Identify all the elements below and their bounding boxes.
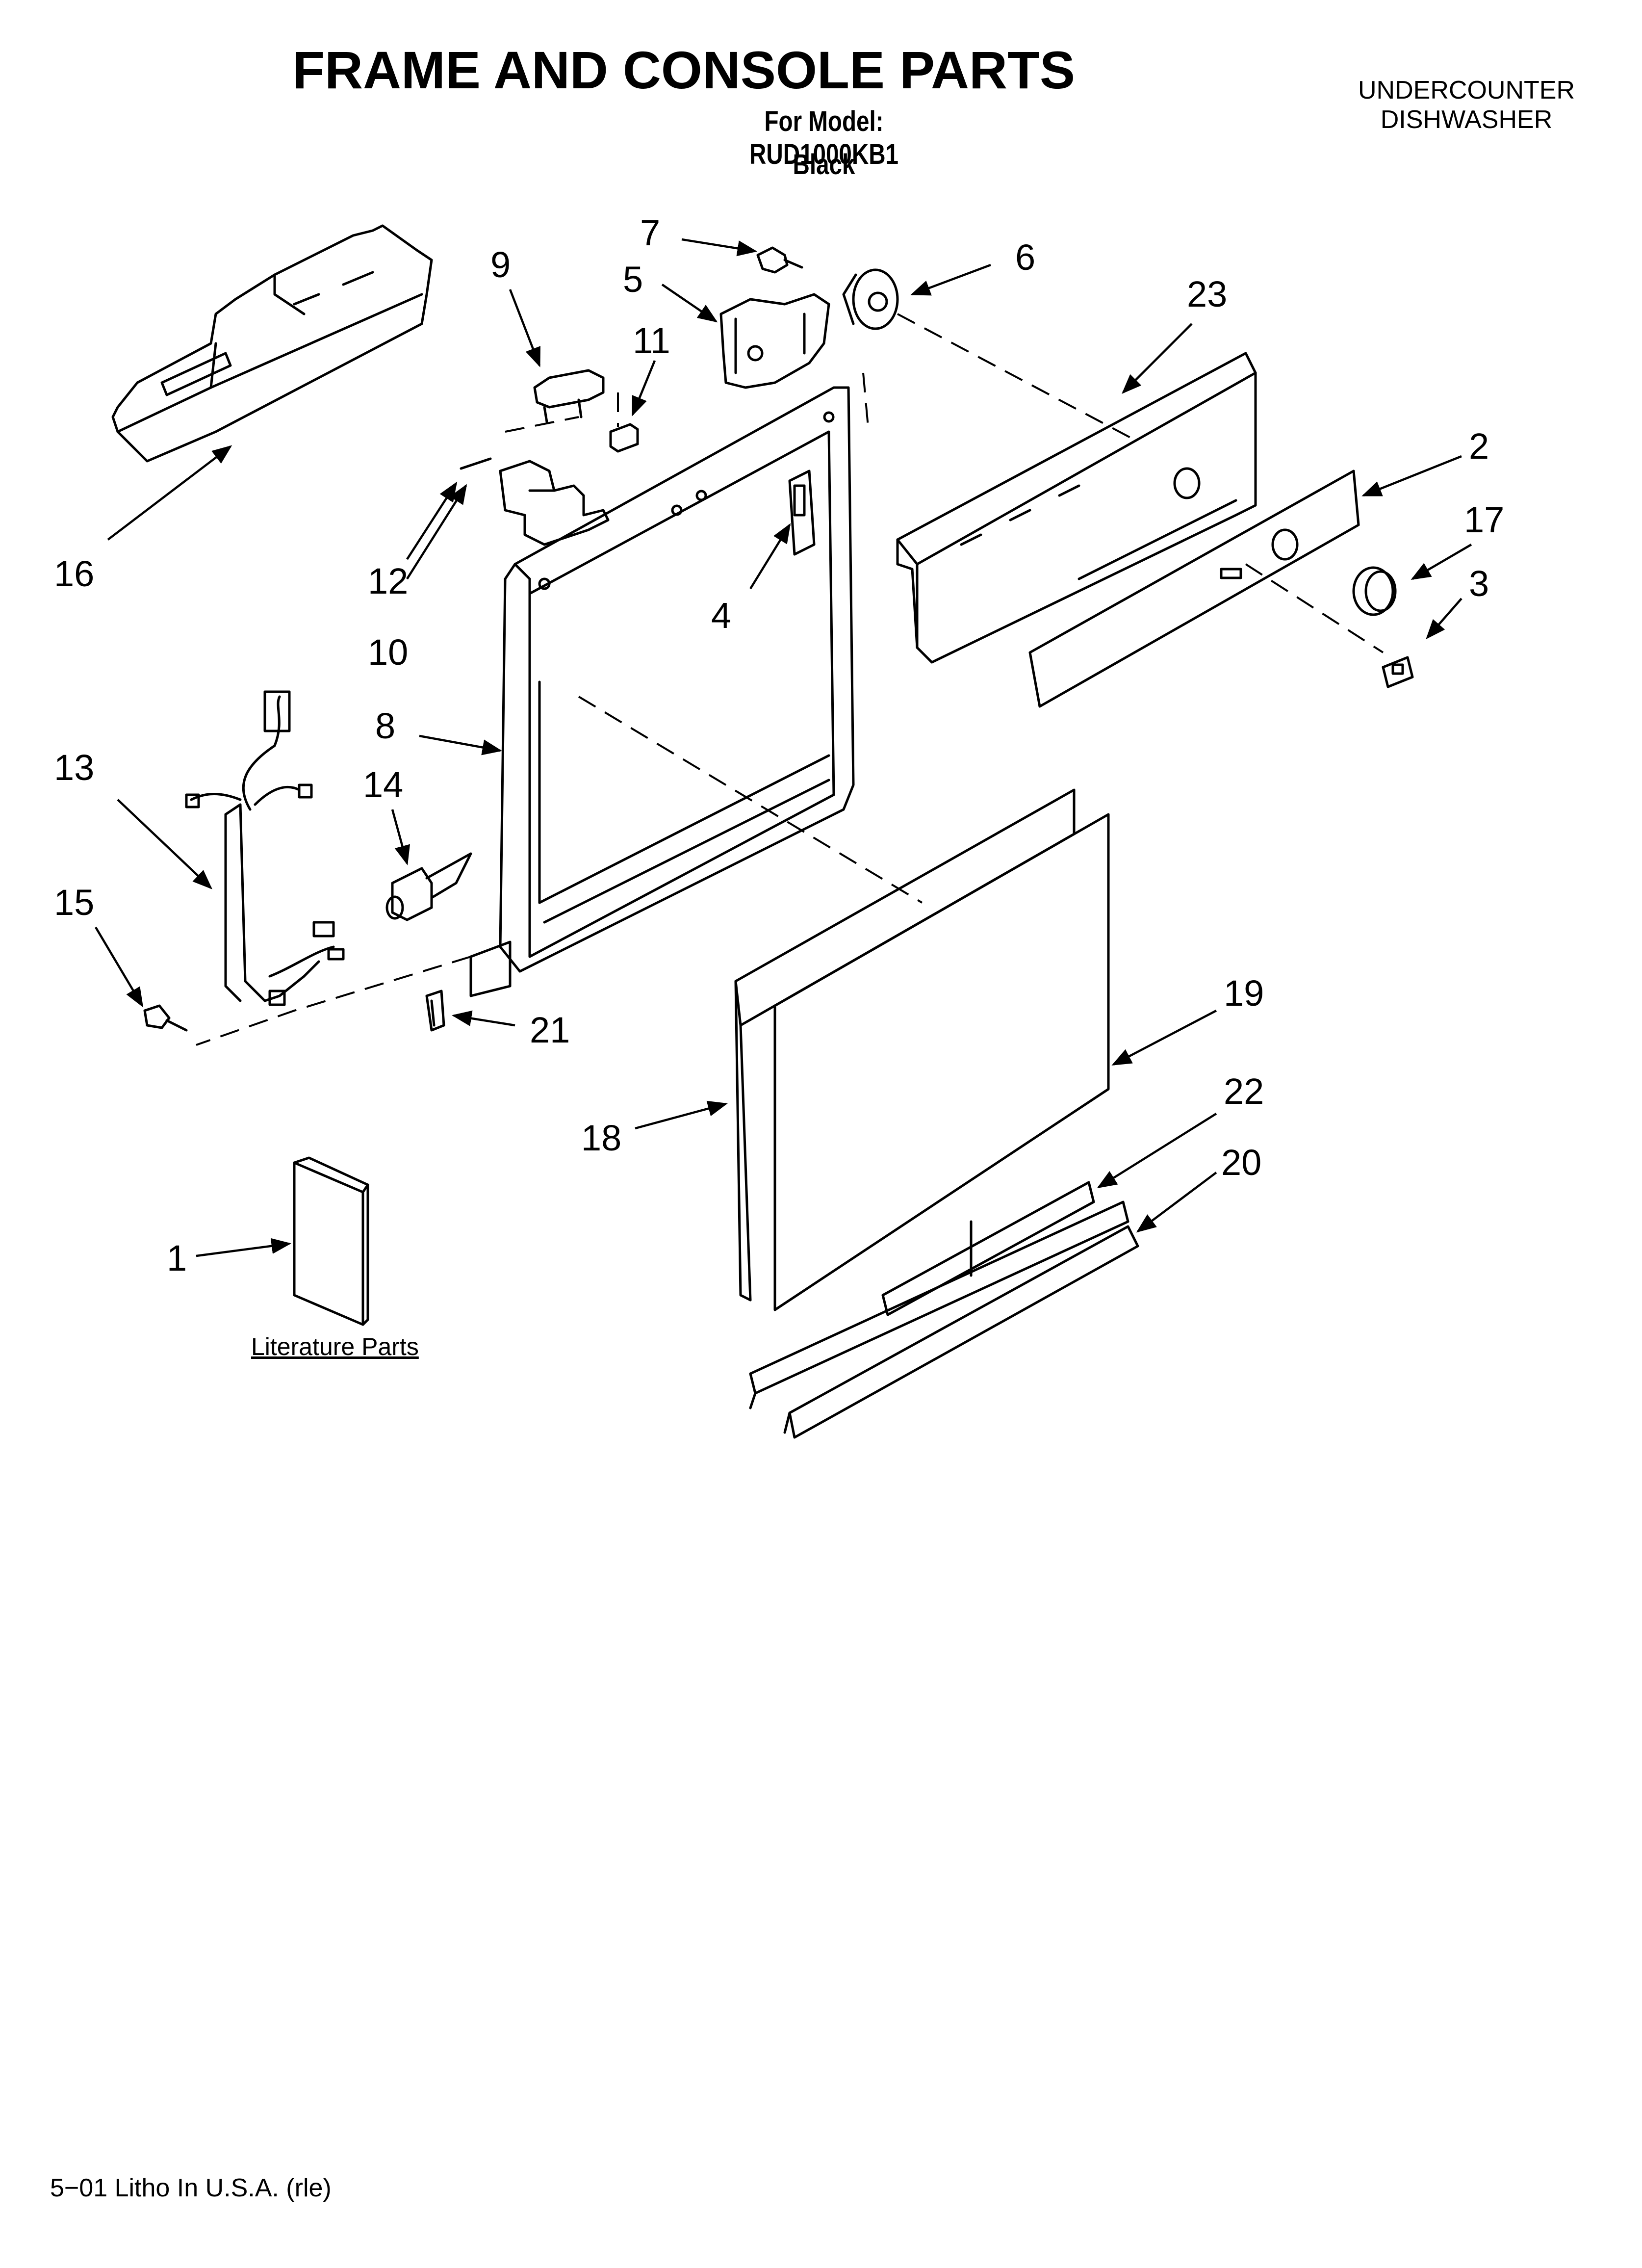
callout-18: 18 <box>581 1118 621 1158</box>
callout-9: 9 <box>490 244 511 285</box>
console-overlay-part <box>1028 469 1360 708</box>
part-number-callouts: 1 2 3 4 5 6 7 8 9 10 11 12 13 14 15 16 1… <box>54 212 1504 1278</box>
switch-part <box>609 423 639 453</box>
switch-bracket-part <box>533 369 605 423</box>
literature-parts-label: Literature Parts <box>251 1333 419 1360</box>
latch-bracket-part <box>719 293 830 389</box>
model-number: For Model: RUD1000KB1 <box>749 105 898 170</box>
screw-part-7 <box>756 246 803 274</box>
console-panel-part <box>896 352 1257 664</box>
indicator-lens-part <box>1382 656 1414 688</box>
callout-8: 8 <box>375 705 395 746</box>
callout-7: 7 <box>640 212 660 253</box>
print-info-footer: 5−01 Litho In U.S.A. (rle) <box>50 2174 332 2202</box>
leader-lines <box>95 238 1472 1257</box>
callout-21: 21 <box>530 1010 570 1050</box>
screw-part-15 <box>143 1004 188 1032</box>
selector-cam-part <box>842 268 899 330</box>
callout-16: 16 <box>54 553 94 594</box>
alignment-lines <box>196 313 1384 1046</box>
literature-booklet-part <box>293 1156 369 1326</box>
callout-22: 22 <box>1224 1071 1264 1112</box>
door-clip-part <box>425 990 445 1032</box>
callout-14: 14 <box>363 764 403 805</box>
appliance-type-line1: UNDERCOUNTER <box>1358 76 1575 104</box>
callout-20: 20 <box>1221 1142 1261 1183</box>
callout-13: 13 <box>54 747 94 788</box>
latch-keeper-part <box>788 469 816 556</box>
door-insert-panel-part <box>773 813 1110 1311</box>
callout-12: 12 <box>368 561 408 601</box>
wire-harness-part <box>185 690 345 1006</box>
appliance-type-line2: DISHWASHER <box>1380 105 1553 134</box>
callout-2: 2 <box>1469 426 1489 467</box>
switch-housing-part <box>499 460 610 546</box>
callout-23: 23 <box>1187 274 1227 314</box>
callout-10: 10 <box>368 632 408 673</box>
callout-17: 17 <box>1464 499 1504 540</box>
page-title: FRAME AND CONSOLE PARTS <box>292 40 1075 100</box>
bottom-trim-part <box>749 1200 1139 1439</box>
trim-strip-part <box>881 1181 1095 1316</box>
callout-6: 6 <box>1015 237 1035 278</box>
callout-19: 19 <box>1224 973 1264 1014</box>
callout-5: 5 <box>623 259 643 300</box>
callout-11: 11 <box>633 320 670 361</box>
callout-1: 1 <box>167 1238 187 1278</box>
callout-4: 4 <box>711 595 731 636</box>
door-frame-part <box>469 386 855 997</box>
float-switch-part <box>385 852 472 921</box>
model-color: Black <box>793 149 855 181</box>
control-knob-part <box>1352 566 1397 616</box>
gasket-strip-part <box>460 457 492 470</box>
vent-assembly-part <box>111 224 433 463</box>
callout-15: 15 <box>54 882 94 923</box>
callout-3: 3 <box>1469 563 1489 604</box>
